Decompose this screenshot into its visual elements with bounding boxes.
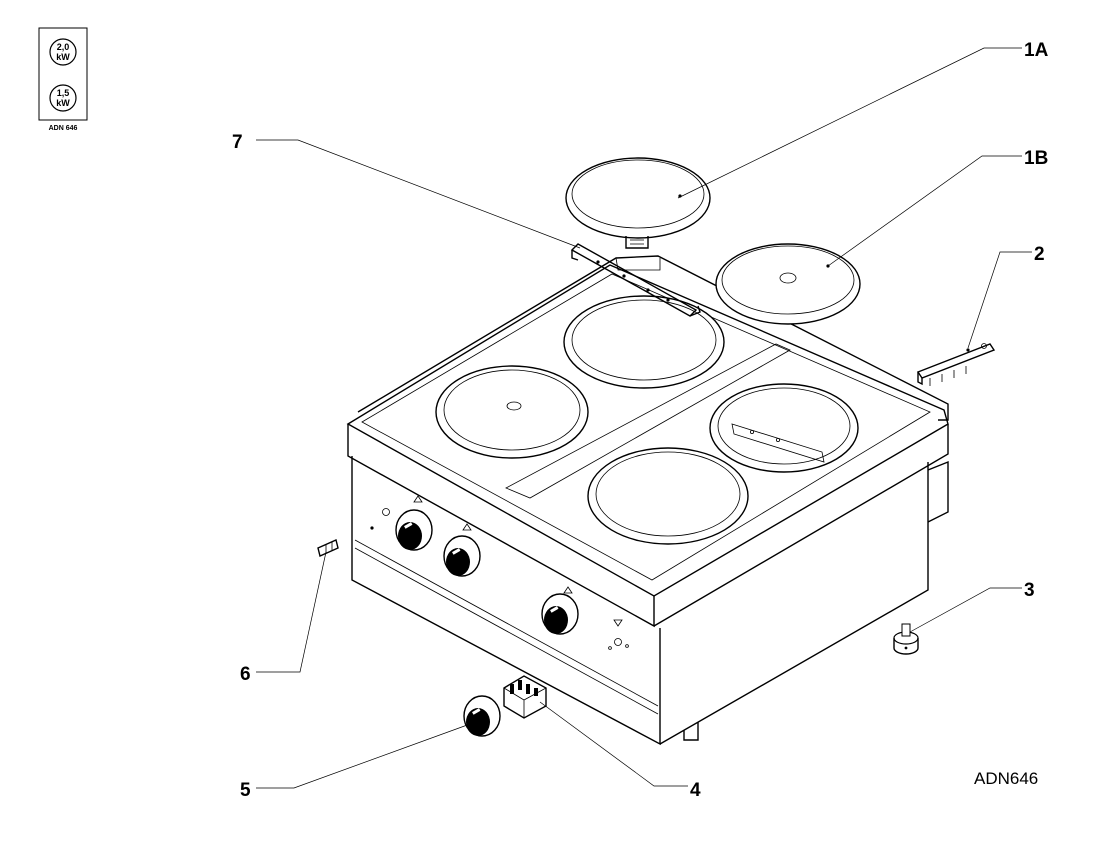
part-1A-hotplate: [565, 157, 711, 249]
drawing-code: ADN646: [974, 769, 1038, 788]
front-knobs: [395, 509, 579, 635]
legend-large-power: 2,0: [57, 42, 70, 52]
part-5-knob: [463, 695, 501, 737]
part-6-indicator-lamp: [317, 539, 339, 557]
callout-2: 2: [1034, 244, 1045, 265]
callout-3: 3: [1024, 580, 1035, 601]
part-1B-hotplate: [715, 243, 861, 325]
hotplate-1-5kw-icon: 1,5 kW: [49, 84, 77, 112]
installed-hotplates: [435, 295, 859, 545]
knob-2: [443, 535, 481, 577]
leader-lines: [256, 47, 1032, 789]
callout-labels: 1A 1B 2 3 4 5 6 7: [232, 40, 1049, 801]
part-3-adjustable-foot: [893, 623, 919, 655]
part-7-bracket: [570, 243, 701, 317]
power-legend: 2,0 kW 1,5 kW ADN 646: [38, 27, 88, 132]
legend-model-code: ADN 646: [49, 125, 78, 132]
callout-1A: 1A: [1024, 40, 1049, 61]
legend-small-unit: kW: [56, 98, 70, 108]
callout-4: 4: [690, 780, 701, 801]
part-4-switch: [503, 675, 547, 719]
callout-5: 5: [240, 780, 251, 801]
electric-range-body: [346, 255, 949, 746]
part-2-terminal-bracket: [916, 343, 996, 386]
callout-1B: 1B: [1024, 148, 1048, 169]
legend-small-power: 1,5: [57, 88, 70, 98]
hotplate-rear-left: [563, 295, 725, 389]
knob-1: [395, 509, 433, 551]
hotplate-front-left: [435, 365, 589, 459]
hotplate-rear-right: [709, 383, 859, 473]
hotplate-front-right: [587, 447, 749, 545]
legend-large-unit: kW: [56, 52, 70, 62]
callout-7: 7: [232, 132, 243, 153]
callout-6: 6: [240, 664, 251, 685]
hotplate-2kw-icon: 2,0 kW: [49, 38, 77, 66]
knob-3: [541, 593, 579, 635]
